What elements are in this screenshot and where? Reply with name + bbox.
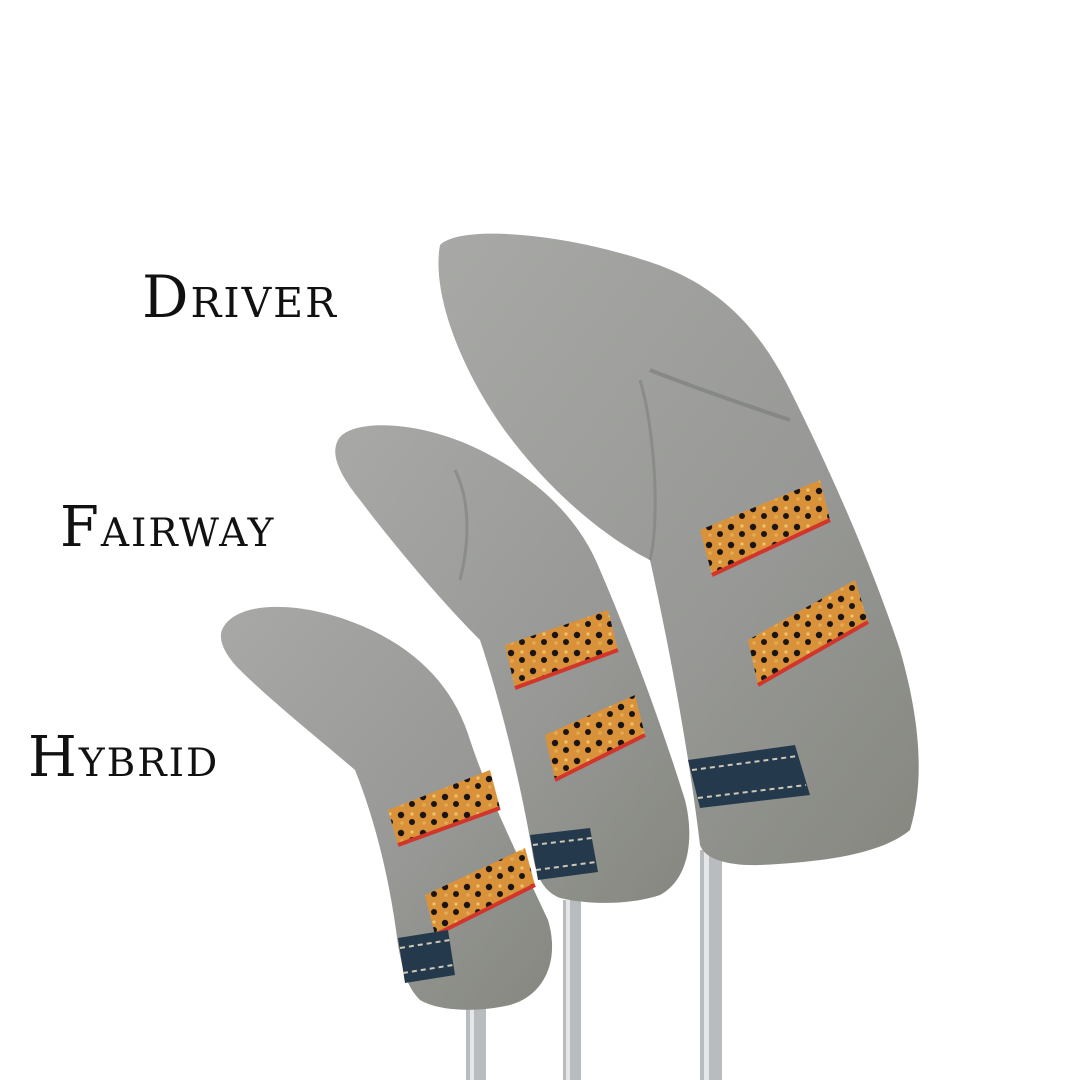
fairway-label: Fairway [60,495,276,560]
driver-headcover [438,233,919,866]
fairway-headcover [335,425,690,903]
hybrid-label: Hybrid [28,725,220,790]
driver-label: Driver [142,263,338,331]
hybrid-headcover [220,606,553,1010]
shafts [466,850,722,1080]
